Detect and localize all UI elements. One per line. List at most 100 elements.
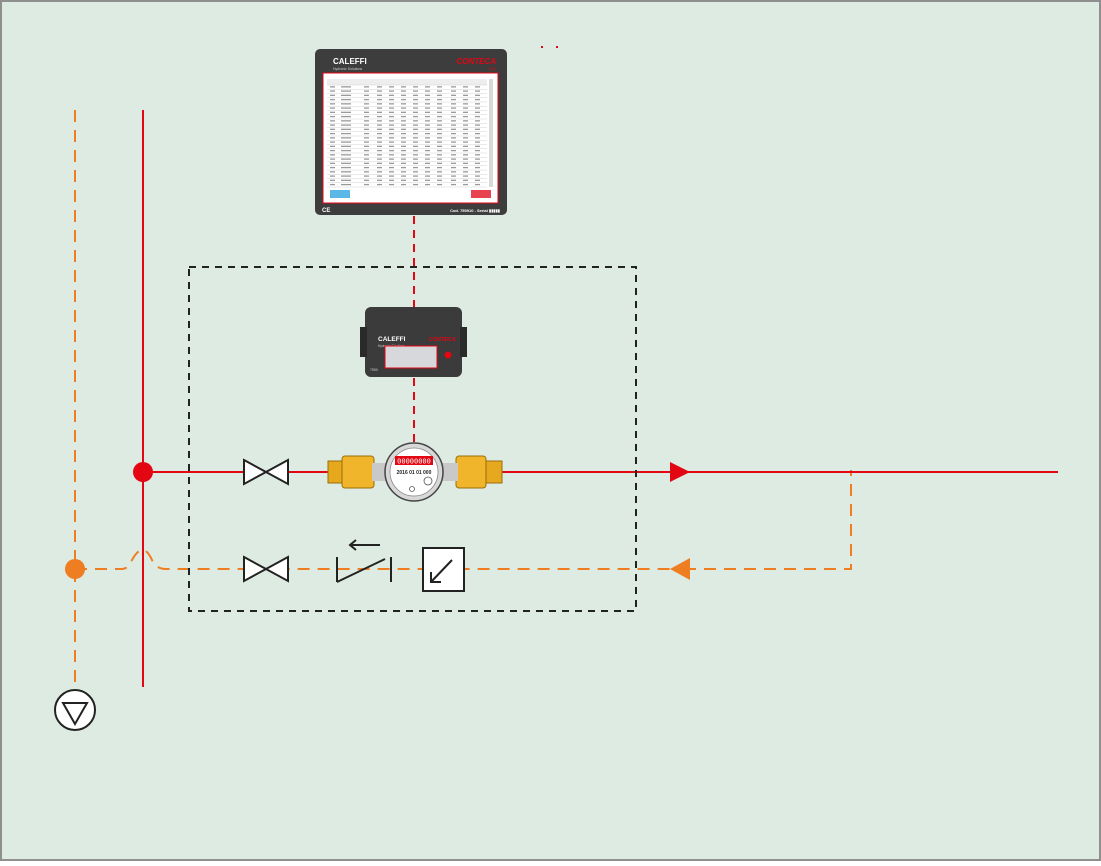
table-cell — [341, 149, 351, 152]
table-cell — [330, 132, 335, 135]
table-cell — [377, 111, 382, 113]
table-cell — [341, 107, 351, 109]
table-cell — [389, 115, 394, 118]
table-cell — [413, 103, 418, 105]
table-cell — [341, 128, 351, 130]
flow-arrow-right-icon — [670, 462, 690, 482]
table-cell — [413, 120, 418, 122]
table-cell — [463, 145, 468, 147]
table-cell — [330, 171, 335, 173]
table-cell — [425, 171, 430, 173]
table-cell — [330, 111, 335, 113]
table-cell — [389, 98, 394, 101]
table-cell — [377, 90, 382, 92]
table-cell — [341, 120, 351, 122]
table-cell — [364, 98, 369, 101]
table-cell — [413, 166, 418, 169]
table-cell — [425, 179, 430, 181]
water-meter: 00000000 2016 01 01 000 — [327, 442, 503, 502]
central-unit-right-button[interactable] — [471, 190, 491, 198]
table-cell — [413, 137, 418, 139]
meter-serial: 2016 01 01 000 — [397, 470, 432, 476]
table-cell — [475, 162, 480, 164]
table-cell — [341, 175, 351, 177]
table-cell — [425, 111, 430, 113]
table-cell — [401, 149, 406, 152]
table-cell — [401, 94, 406, 96]
table-cell — [413, 98, 418, 101]
meter-counter: 00000000 — [397, 458, 431, 466]
table-cell — [413, 183, 418, 186]
table-cell — [475, 179, 480, 181]
table-cell — [330, 166, 335, 169]
table-cell — [401, 124, 406, 126]
table-cell — [389, 183, 394, 186]
table-cell — [463, 149, 468, 152]
ball-valve-icon — [243, 458, 289, 486]
table-cell — [463, 107, 468, 109]
meter-small-dial — [409, 486, 415, 492]
table-cell — [341, 171, 351, 173]
table-cell — [401, 166, 406, 169]
table-cell — [401, 162, 406, 164]
table-cell — [377, 179, 382, 181]
table-cell — [389, 107, 394, 109]
table-cell — [425, 149, 430, 152]
central-unit: CALEFFI Hydronic Solutions CONTECA 7550 … — [315, 49, 507, 215]
table-cell — [437, 162, 442, 164]
central-unit-table — [327, 79, 493, 188]
filter-icon — [422, 547, 465, 592]
table-cell — [413, 107, 418, 109]
return-branch-line — [684, 470, 852, 570]
table-cell — [413, 145, 418, 147]
table-cell — [413, 149, 418, 152]
table-cell — [389, 162, 394, 164]
table-cell — [451, 132, 456, 135]
table-cell — [463, 171, 468, 173]
module-button[interactable] — [444, 351, 452, 359]
table-scrollbar[interactable] — [489, 79, 493, 187]
table-cell — [364, 179, 369, 181]
table-cell — [437, 103, 442, 105]
table-cell — [425, 137, 430, 139]
table-cell — [341, 162, 351, 164]
table-cell — [475, 128, 480, 130]
table-cell — [451, 179, 456, 181]
table-cell — [364, 103, 369, 105]
table-cell — [413, 90, 418, 92]
table-cell — [377, 124, 382, 126]
check-valve-icon — [336, 539, 392, 583]
central-unit-left-button[interactable] — [330, 190, 350, 198]
table-cell — [377, 145, 382, 147]
table-cell — [437, 179, 442, 181]
table-cell — [475, 137, 480, 139]
table-cell — [437, 107, 442, 109]
table-cell — [401, 145, 406, 147]
supply-junction-dot — [133, 462, 153, 482]
table-cell — [377, 154, 382, 156]
table-cell — [377, 141, 382, 143]
central-unit-product: CONTECA — [456, 57, 496, 66]
table-cell — [413, 132, 418, 135]
table-cell — [364, 145, 369, 147]
table-cell — [389, 103, 394, 105]
table-cell — [364, 107, 369, 109]
table-cell — [341, 179, 351, 181]
table-cell — [377, 166, 382, 169]
table-cell — [341, 158, 351, 160]
table-cell — [413, 158, 418, 160]
table-cell — [437, 128, 442, 130]
table-cell — [463, 115, 468, 118]
table-cell — [389, 132, 394, 135]
table-cell — [377, 149, 382, 152]
table-cell — [451, 103, 456, 105]
table-cell — [451, 124, 456, 126]
table-cell — [451, 107, 456, 109]
table-cell — [463, 137, 468, 139]
table-cell — [401, 132, 406, 135]
central-unit-screen[interactable] — [322, 72, 499, 204]
table-cell — [364, 162, 369, 164]
table-cell — [330, 137, 335, 139]
pump-icon — [54, 689, 96, 731]
